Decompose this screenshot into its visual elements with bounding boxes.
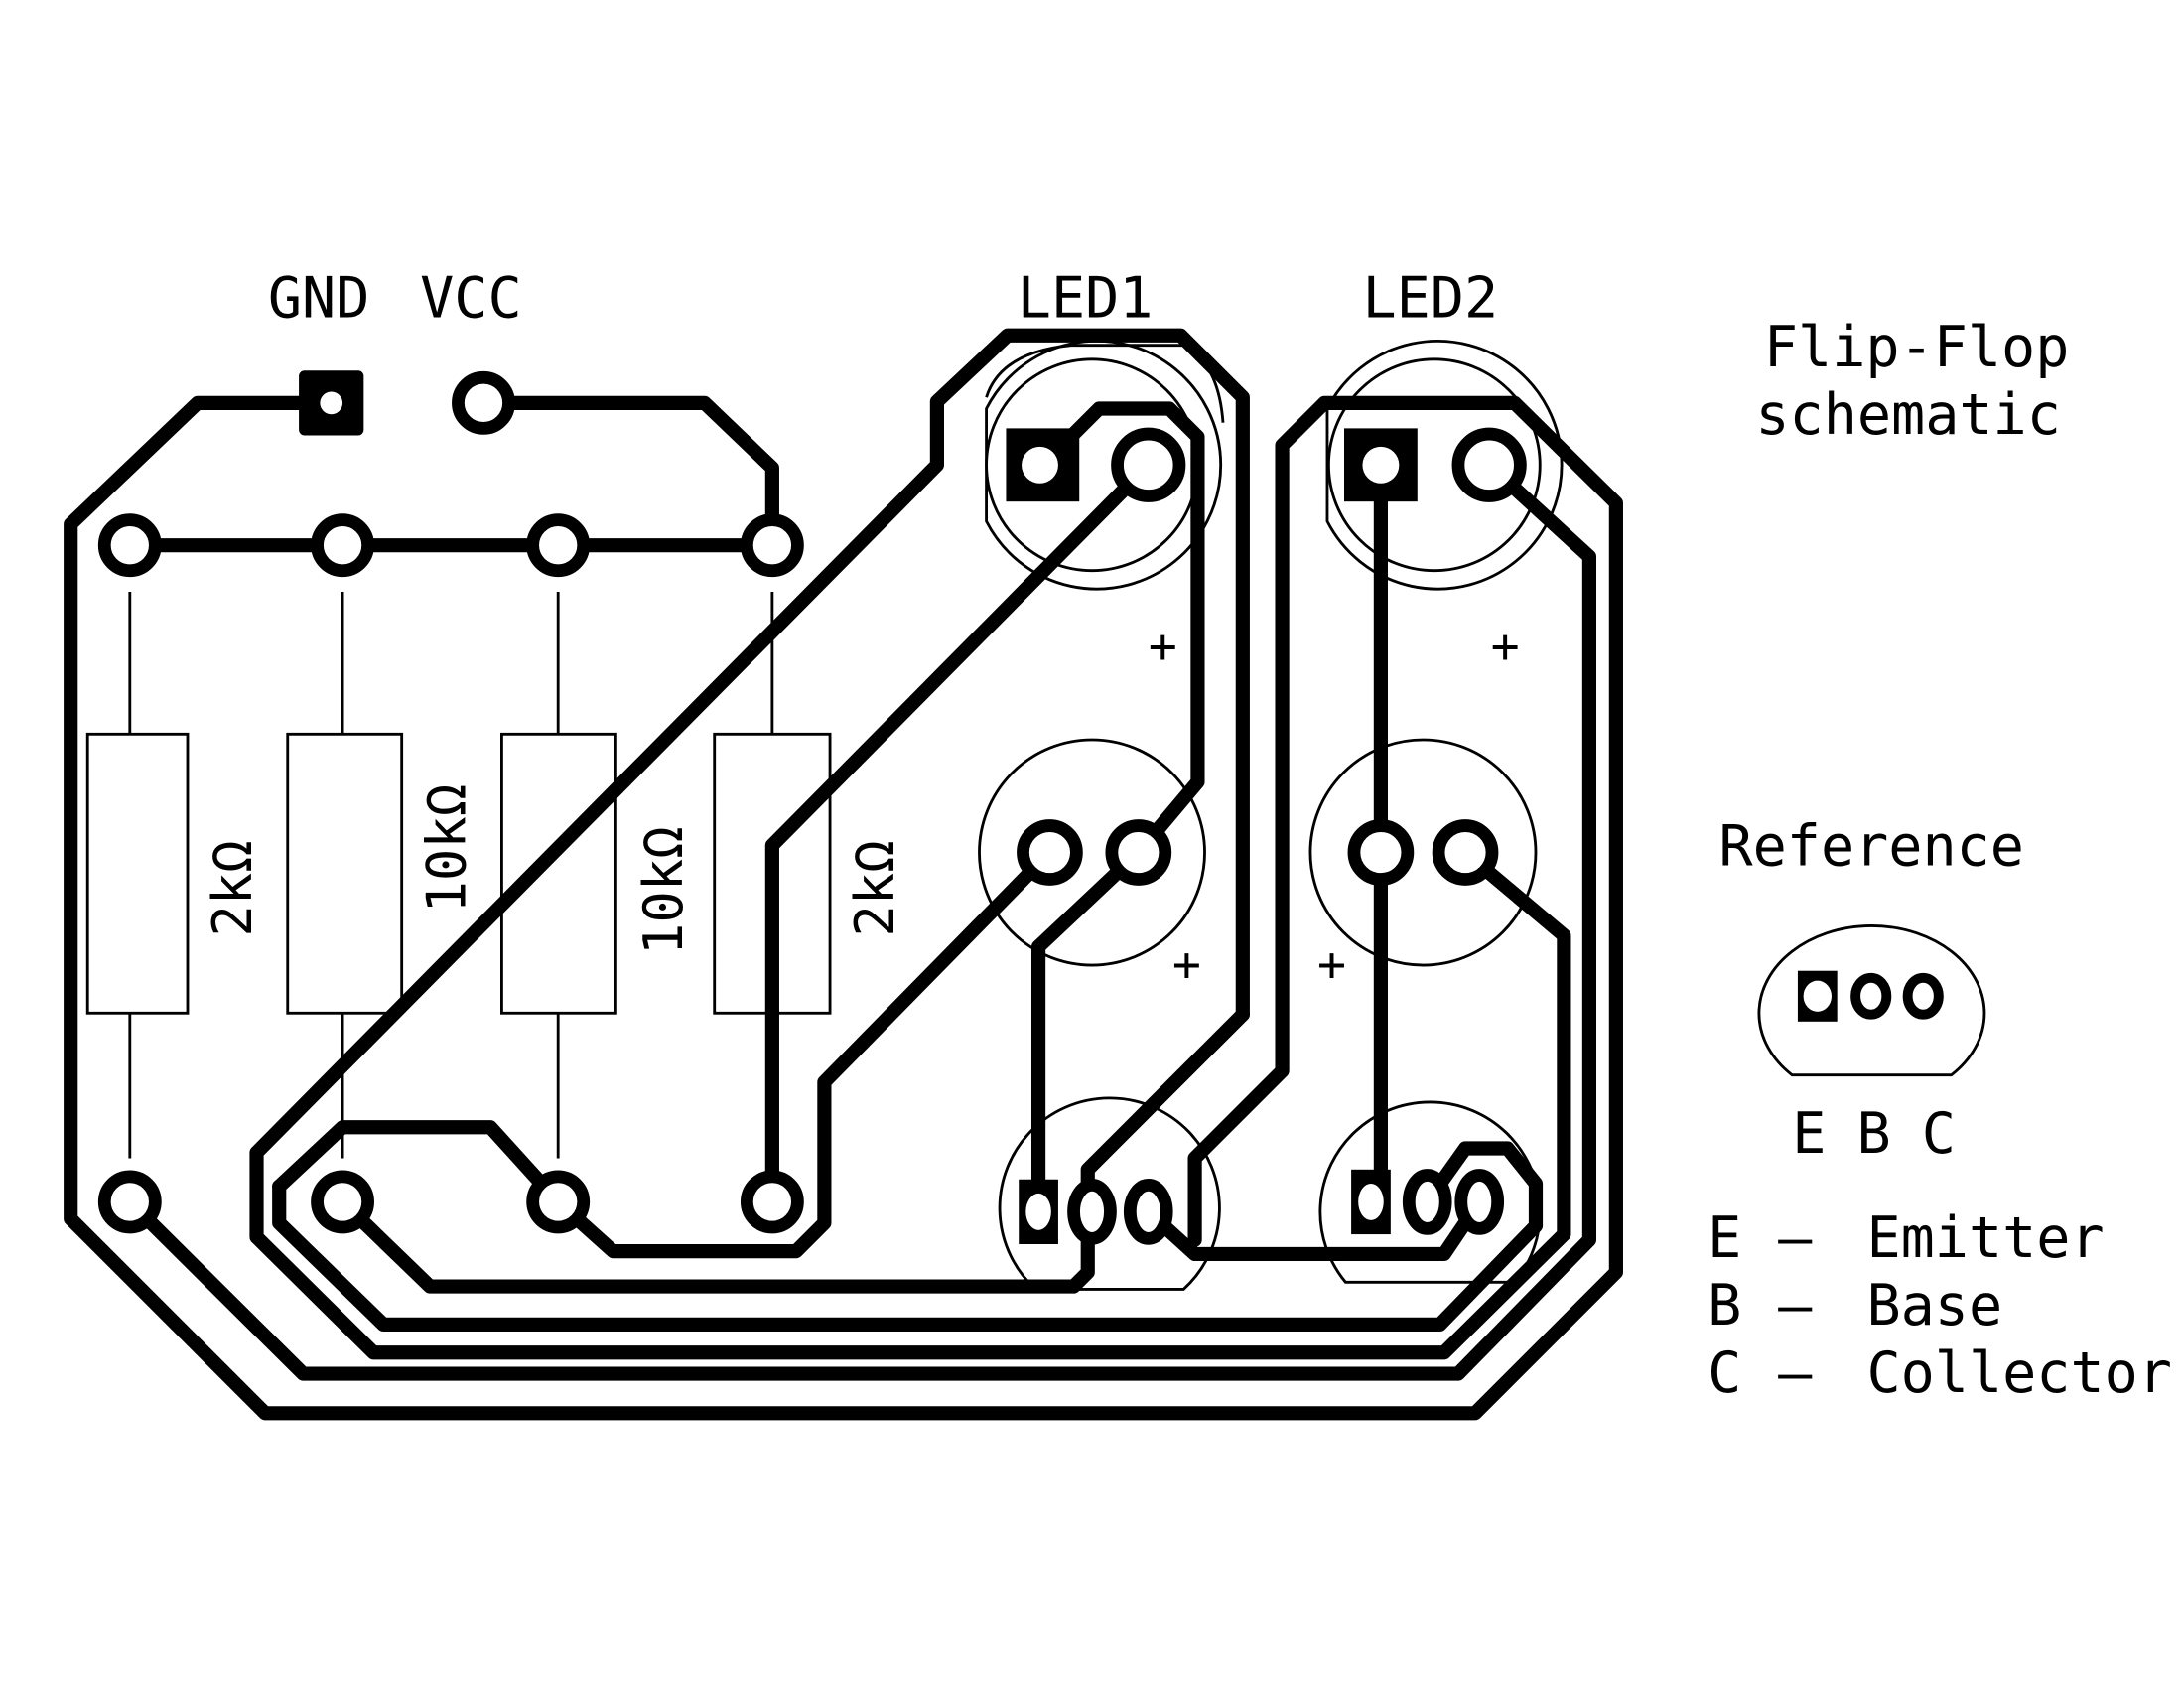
- capacitor-c1-outline: [978, 738, 1206, 967]
- transistor-q1-outline: [998, 1096, 1221, 1291]
- svg-text:B: B: [1707, 1273, 1741, 1338]
- c2-polarity: +: [1317, 937, 1346, 993]
- led2-outline: [1325, 339, 1564, 591]
- resistor-r4-value: 2kΩ: [844, 840, 906, 936]
- vcc-label: VCC: [420, 265, 522, 331]
- reference-pin-c: C: [1922, 1101, 1956, 1167]
- svg-text:—: —: [1778, 1205, 1813, 1271]
- gnd-label: GND: [268, 265, 370, 331]
- pads: [97, 370, 1944, 1245]
- trace-c1-q1: [1030, 845, 1146, 1219]
- pad-c2-a[interactable]: [1347, 819, 1415, 886]
- svg-text:—: —: [1778, 1273, 1813, 1338]
- svg-text:E: E: [1707, 1205, 1741, 1271]
- led2-label: LED2: [1362, 265, 1498, 331]
- trace-r4-led1: [764, 458, 1156, 1209]
- reference-heading: Reference: [1718, 813, 2024, 879]
- pad-q1-base[interactable]: [1067, 1179, 1117, 1245]
- led2-polarity: +: [1491, 619, 1520, 674]
- pad-vcc[interactable]: [452, 370, 515, 435]
- trace-inner-loop: [335, 1007, 1250, 1294]
- pad-q1-collector[interactable]: [1123, 1179, 1173, 1245]
- pad-r4-top[interactable]: [740, 513, 804, 578]
- pad-r2-top[interactable]: [311, 513, 375, 578]
- trace-led1-diagonal: [249, 328, 1571, 1360]
- trace-vcc: [476, 395, 779, 553]
- pad-q2-base[interactable]: [1402, 1169, 1452, 1235]
- svg-text:C: C: [1707, 1340, 1741, 1406]
- title-line1: Flip-Flop: [1764, 315, 2070, 380]
- svg-text:Collector: Collector: [1866, 1340, 2171, 1406]
- labels: GND VCC LED1 LED2 Flip-Flop schematic + …: [202, 265, 2172, 1406]
- svg-text:—: —: [1778, 1340, 1813, 1406]
- reference-pin-e: E: [1792, 1101, 1826, 1167]
- trace-led1-pads: [1035, 401, 1205, 860]
- trace-r2-lower: [272, 1141, 1544, 1332]
- resistor-r2-value: 10kΩ: [416, 784, 478, 914]
- resistor-r1-outline: [85, 591, 190, 1159]
- pad-led1-anode[interactable]: [1111, 427, 1186, 502]
- led1-polarity: +: [1149, 619, 1177, 674]
- pad-c2-b[interactable]: [1432, 819, 1499, 886]
- trace-r2-loop: [272, 845, 1057, 1259]
- title-line2: schematic: [1755, 382, 2060, 448]
- pad-r3-bottom[interactable]: [526, 1170, 591, 1234]
- svg-text:Emitter: Emitter: [1866, 1205, 2104, 1271]
- pad-r3-top[interactable]: [526, 513, 591, 578]
- pad-led2-anode[interactable]: [1451, 427, 1527, 502]
- c1-polarity: +: [1172, 937, 1201, 993]
- resistor-r3-value: 10kΩ: [632, 826, 695, 955]
- pad-r1-top[interactable]: [97, 513, 162, 578]
- pad-r4-bottom[interactable]: [740, 1170, 804, 1234]
- trace-q1-q2: [1141, 1195, 1487, 1262]
- legend-base: B — Base: [1707, 1273, 2002, 1338]
- pad-c1-a[interactable]: [1017, 819, 1083, 886]
- pad-c1-b[interactable]: [1105, 819, 1172, 886]
- reference-pad-collector: [1902, 972, 1944, 1020]
- trace-r1-bottom: [122, 458, 1597, 1381]
- legend-collector: C — Collector: [1707, 1340, 2172, 1406]
- legend-emitter: E — Emitter: [1707, 1205, 2105, 1271]
- resistor-r1-value: 2kΩ: [202, 840, 264, 936]
- reference-pad-base: [1850, 972, 1892, 1020]
- trace-gnd-outer: [64, 395, 1623, 1421]
- led1-label: LED1: [1018, 265, 1154, 331]
- svg-text:Base: Base: [1866, 1273, 2002, 1338]
- reference-transistor-outline: [1757, 924, 1986, 1077]
- pad-r1-bottom[interactable]: [97, 1170, 162, 1234]
- reference-pin-b: B: [1857, 1101, 1891, 1167]
- resistor-r3-outline: [500, 591, 617, 1159]
- pad-r2-bottom[interactable]: [311, 1170, 375, 1234]
- copper-traces: [64, 328, 1623, 1421]
- capacitor-c2-outline: [1308, 738, 1538, 967]
- pad-q2-collector[interactable]: [1454, 1169, 1505, 1235]
